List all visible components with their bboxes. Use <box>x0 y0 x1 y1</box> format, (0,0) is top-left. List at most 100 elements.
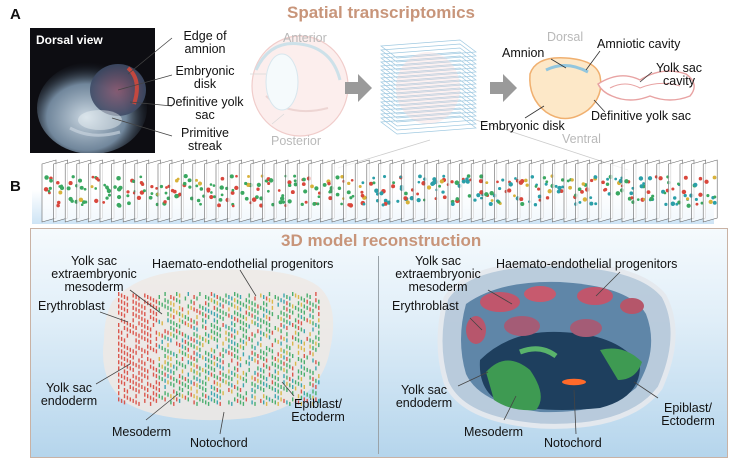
model-cell-dot <box>173 302 175 307</box>
model-cell-dot <box>260 349 262 354</box>
model-cell-dot <box>135 363 137 368</box>
model-cell-dot <box>292 341 294 346</box>
model-cell-dot <box>147 369 149 374</box>
model-cell-dot <box>257 366 259 371</box>
model-cell-dot <box>242 321 245 326</box>
model-cell-dot <box>138 370 140 375</box>
model-cell-dot <box>132 305 134 310</box>
model-cell-dot <box>135 326 137 330</box>
model-cell-dot <box>176 341 178 346</box>
model-cell-dot <box>152 366 155 371</box>
model-cell-dot <box>283 324 285 329</box>
model-cell-dot <box>315 391 317 396</box>
section-cell-dot <box>467 194 472 198</box>
model-cell-dot <box>144 367 146 372</box>
model-cell-dot <box>245 304 247 309</box>
section-cell-dot <box>642 182 646 186</box>
model-cell-dot <box>271 380 274 385</box>
model-cell-dot <box>202 318 204 323</box>
model-cell-dot <box>254 315 256 320</box>
model-cell-dot <box>187 347 189 352</box>
section-cell-dot <box>139 175 143 179</box>
model-cell-dot <box>236 380 239 385</box>
model-cell-dot <box>207 377 210 382</box>
model-cell-dot <box>199 335 201 340</box>
model-cell-dot <box>141 316 143 321</box>
section-cell-dot <box>71 175 75 179</box>
model-cell-dot <box>268 372 271 377</box>
model-cell-dot <box>147 357 149 361</box>
section-cell-dot <box>466 174 471 178</box>
section-cell-dot <box>197 181 203 186</box>
section-cell-dot <box>698 176 703 181</box>
section-cell-dot <box>442 174 446 178</box>
model-cell-dot <box>234 329 236 334</box>
section-cell-dot <box>461 179 466 184</box>
model-cell-dot <box>164 360 166 365</box>
section-cell-dot <box>107 193 112 197</box>
model-cell-dot <box>251 313 253 318</box>
model-cell-dot <box>260 355 262 360</box>
section-cell-dot <box>148 195 153 200</box>
model-cell-dot <box>118 391 120 396</box>
section-cell-dot <box>392 181 396 185</box>
section-cell-dot <box>199 202 202 206</box>
model-cell-dot <box>155 380 158 385</box>
model-cell-dot <box>138 346 140 351</box>
model-cell-dot <box>306 398 308 403</box>
section-cell-dot <box>348 203 354 208</box>
model-cell-dot <box>231 333 233 338</box>
model-cell-dot <box>280 298 282 303</box>
model-cell-dot <box>292 397 294 402</box>
model-cell-dot <box>196 333 198 338</box>
section-cell-dot <box>140 182 145 187</box>
section-cell-dot <box>568 185 572 190</box>
model-cell-dot <box>181 394 184 399</box>
model-cell-dot <box>164 372 166 377</box>
model-cell-dot <box>132 349 134 354</box>
model-cell-dot <box>228 344 230 349</box>
model-cell-dot <box>120 349 123 354</box>
arrow-right-2 <box>490 74 517 102</box>
model-cell-dot <box>231 321 233 326</box>
section-cell-dot <box>116 175 121 181</box>
model-cell-dot <box>149 383 152 388</box>
model-cell-dot <box>292 366 294 371</box>
model-cell-dot <box>149 315 152 320</box>
model-cell-dot <box>207 308 210 313</box>
model-cell-dot <box>216 394 218 399</box>
section-cell-dot <box>442 195 447 200</box>
model-cell-dot <box>190 305 192 310</box>
label-amniotic-cavity: Amniotic cavity <box>597 37 681 51</box>
model-cell-dot <box>234 310 236 315</box>
section-cell-dot <box>501 178 505 182</box>
model-cell-dot <box>161 302 163 307</box>
model-cell-dot <box>193 369 195 374</box>
model-cell-dot <box>196 401 198 406</box>
model-cell-dot <box>251 301 253 306</box>
model-cell-dot <box>280 360 282 365</box>
model-cell-dot <box>236 367 239 372</box>
section-cell-dot <box>360 193 365 198</box>
model-cell-dot <box>181 307 184 312</box>
model-cell-dot <box>265 315 268 320</box>
section-cell-dot <box>301 182 306 187</box>
model-cell-dot <box>196 346 198 351</box>
model-cell-dot <box>300 296 303 301</box>
model-cell-dot <box>216 326 218 330</box>
model-cell-dot <box>300 370 303 375</box>
section-cell-dot <box>671 187 675 191</box>
section-cell-dot <box>426 185 432 190</box>
section-cell-dot <box>675 202 679 206</box>
model-cell-dot <box>294 398 297 403</box>
section-cell-dot <box>78 178 83 183</box>
model-cell-dot <box>135 394 137 399</box>
section-cell-dot <box>287 180 292 185</box>
section-cell-dot <box>685 197 690 201</box>
section-cell-dot <box>441 190 445 194</box>
model-cell-dot <box>248 336 250 341</box>
model-cell-dot <box>263 357 265 361</box>
section-cell-dot <box>704 179 709 184</box>
model-cell-dot <box>132 324 134 329</box>
model-cell-dot <box>216 381 218 386</box>
